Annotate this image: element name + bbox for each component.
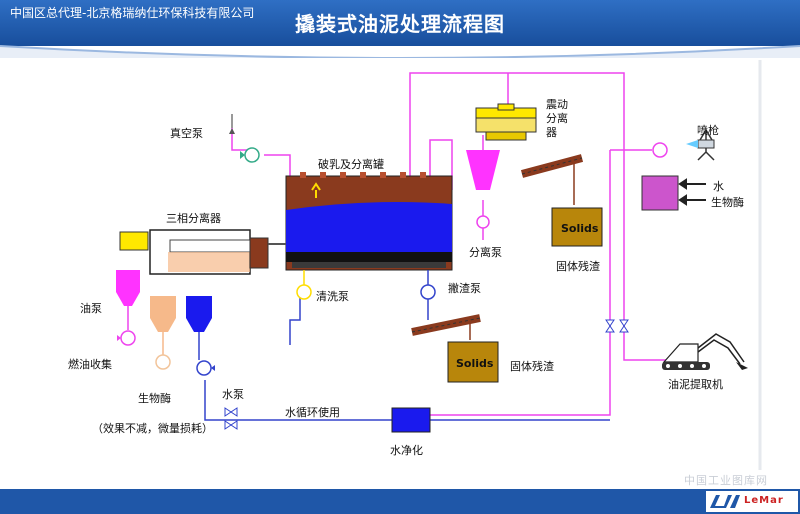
label-demulsify-tank: 破乳及分离罐: [318, 158, 384, 171]
water-purifier: [391, 407, 431, 433]
pipe-network: [231, 72, 672, 416]
label-water-recycle: 水循环使用: [285, 406, 340, 419]
label-cleaning-pump: 清洗泵: [316, 290, 349, 303]
label-water-pump: 水泵: [222, 388, 244, 401]
three-phase-separator: [119, 229, 286, 275]
label-solids-2: Solids: [456, 357, 494, 370]
slag-pump-icon: [420, 270, 436, 320]
footer-company: 中国区总代理-北京格瑞纳仕环保科技有限公司: [10, 6, 255, 20]
lemar-logo-icon: [706, 491, 798, 512]
label-effect-note: （效果不减，微量损耗）: [92, 422, 213, 435]
label-fuel-collect: 燃油收集: [68, 358, 112, 371]
label-vibration-separator: 震动 分离 器: [546, 98, 568, 139]
label-water: 水: [713, 180, 724, 193]
water-recycle-pipe: [204, 290, 610, 421]
label-sludge-extractor: 油泥提取机: [668, 378, 723, 391]
process-flow-diagram: [116, 60, 762, 470]
solids-bin-bottom: [447, 341, 499, 383]
solids-bin-top: [551, 207, 603, 247]
cleaning-pump-icon: [296, 270, 312, 300]
separator-pump-icon: [476, 215, 490, 240]
bio-enzyme-hopper-left: [150, 296, 176, 370]
label-solids-1: Solids: [561, 222, 599, 235]
footer-bar: [0, 489, 800, 514]
label-water-purify: 水净化: [390, 444, 423, 457]
vibration-separator: [466, 103, 537, 190]
label-bio-enzyme-left: 生物酶: [138, 392, 171, 405]
spray-gun-icon: [686, 128, 715, 161]
watermark: 中国工业图库网: [684, 474, 768, 487]
bio-enzyme-tank-right: [641, 142, 706, 211]
label-three-phase-separator: 三相分离器: [166, 212, 221, 225]
label-separator-pump: 分离泵: [469, 246, 502, 259]
vacuum-pump-icon: [229, 128, 260, 163]
label-solids-residue-bottom: 固体残渣: [510, 360, 554, 373]
water-hopper: [186, 296, 215, 376]
sludge-extractor-icon: [662, 333, 748, 370]
valves: [224, 319, 629, 430]
label-spray-gun: 喷枪: [697, 124, 719, 137]
label-slag-pump: 撇渣泵: [448, 282, 481, 295]
label-vacuum-pump: 真空泵: [170, 127, 203, 140]
logo-text: LeMar: [744, 495, 784, 506]
demulsify-tank: [285, 172, 453, 271]
oil-hopper: [116, 270, 140, 346]
label-solids-residue-top: 固体残渣: [556, 260, 600, 273]
screw-conveyor-bottom: [411, 314, 481, 340]
screw-conveyor-top: [520, 154, 584, 205]
label-bio-enzyme-right: 生物酶: [711, 196, 744, 209]
header-banner: [0, 0, 800, 58]
page-title: 撬装式油泥处理流程图: [295, 12, 505, 36]
label-oil-pump: 油泵: [80, 302, 102, 315]
